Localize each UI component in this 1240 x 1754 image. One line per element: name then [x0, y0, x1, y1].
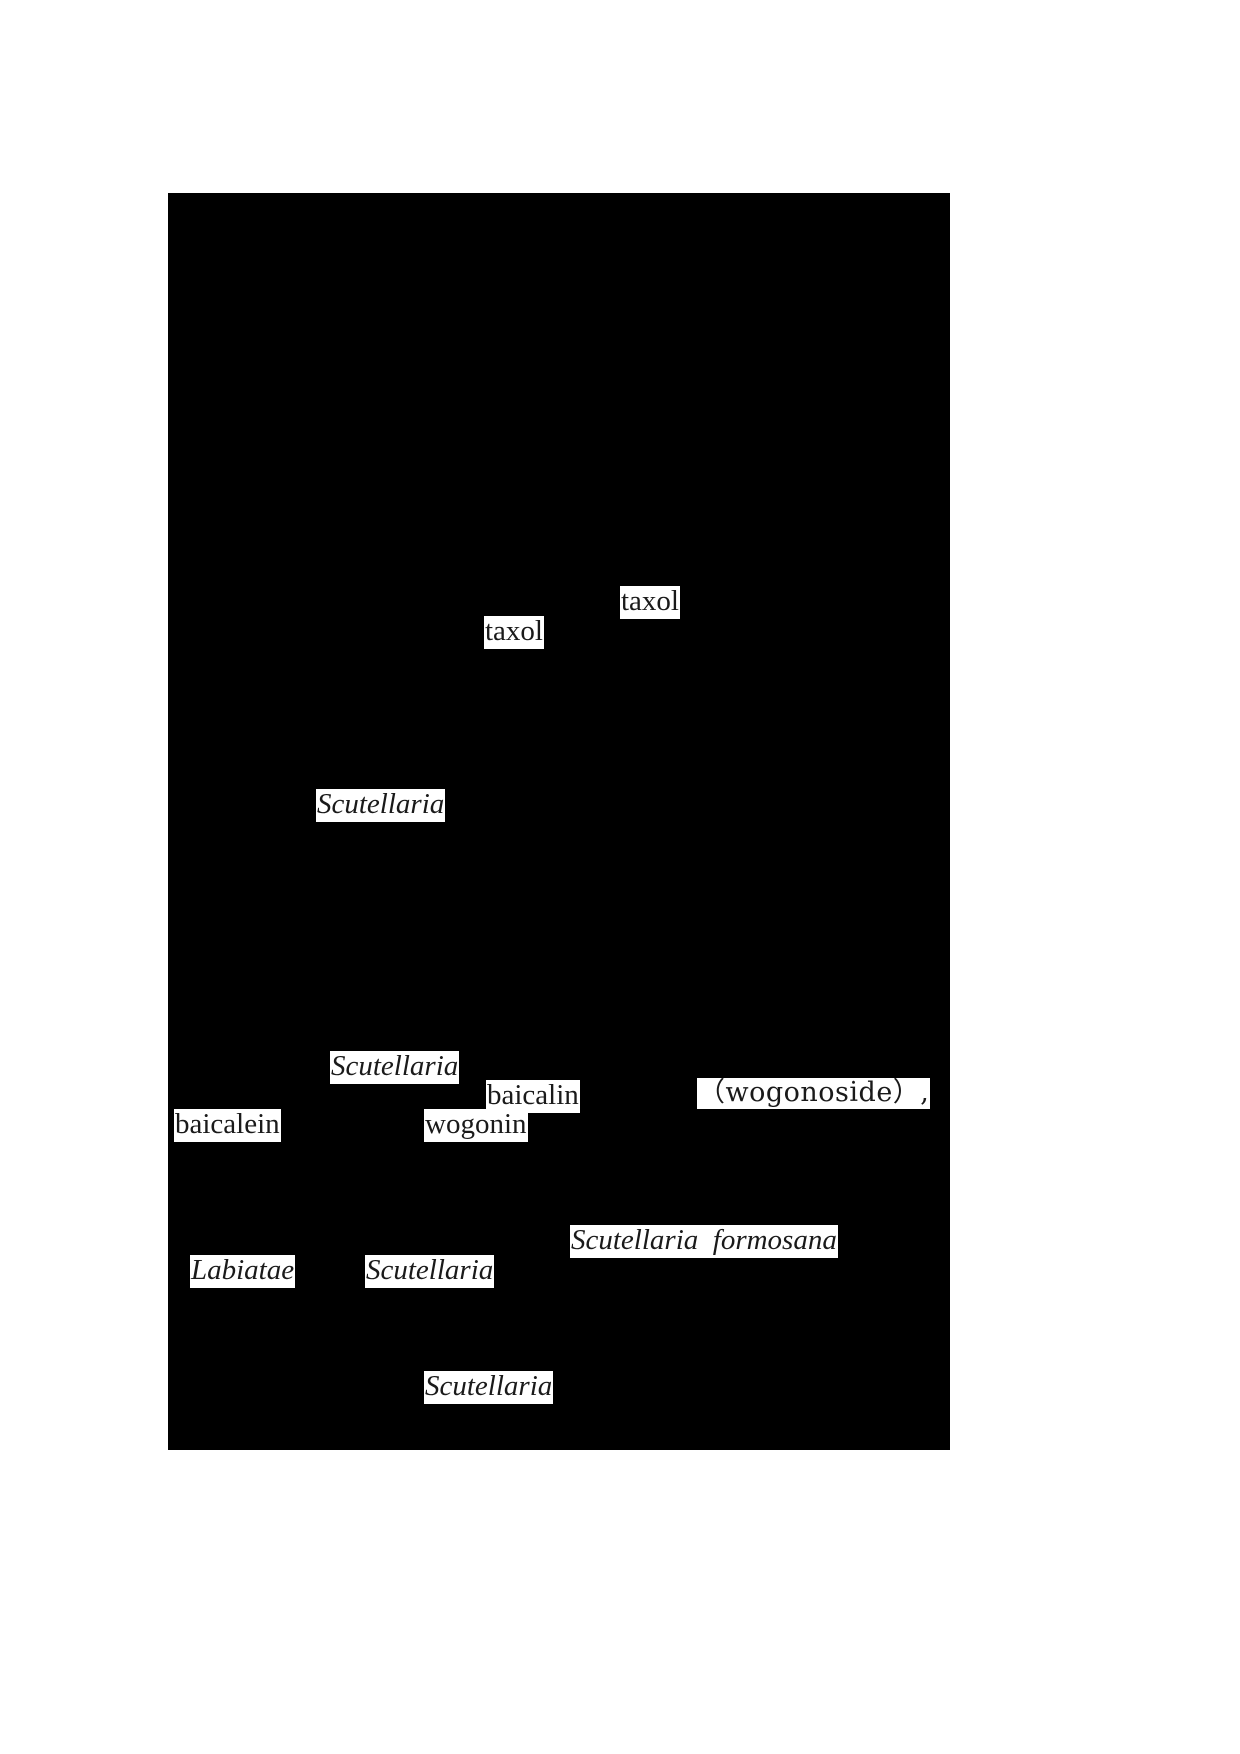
text-fragment-scutellaria-1: Scutellaria: [316, 788, 446, 822]
text-fragment-scutellaria-4: Scutellaria: [424, 1370, 554, 1404]
text-fragment-taxol-1: taxol: [620, 585, 680, 619]
text-fragment-wogonin: wogonin: [424, 1108, 528, 1142]
text-fragment-baicalein: baicalein: [174, 1108, 281, 1142]
text-fragment-scutellaria-2: Scutellaria: [330, 1050, 460, 1084]
text-fragment-scutellaria-3: Scutellaria: [365, 1254, 495, 1288]
text-fragment-scutellaria-formosana: Scutellaria formosana: [570, 1224, 838, 1258]
text-fragment-wogonoside: （wogonoside）,: [697, 1077, 931, 1109]
text-fragment-taxol-2: taxol: [484, 615, 544, 649]
text-fragment-labiatae: Labiatae: [190, 1254, 296, 1288]
text-fragment-baicalin: baicalin: [486, 1079, 580, 1113]
